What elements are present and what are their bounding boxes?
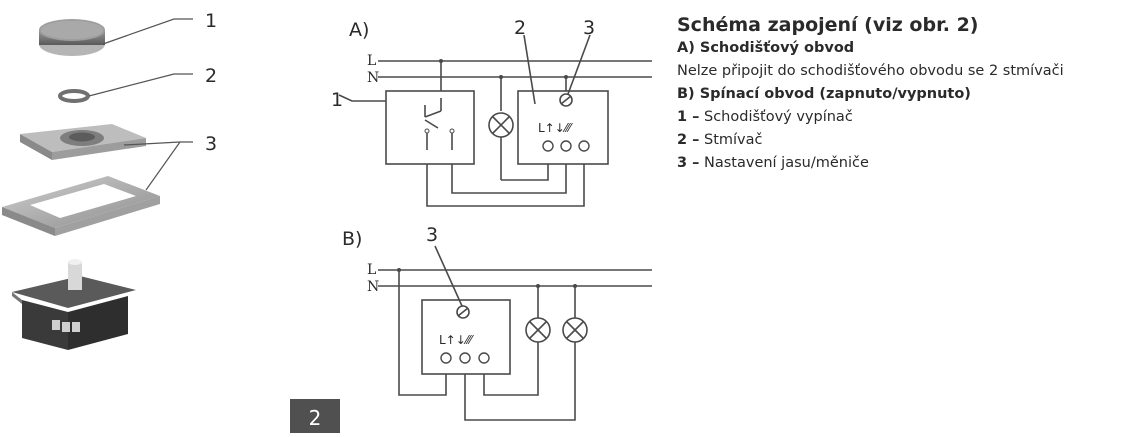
diagram-a-callout-3: 3 bbox=[583, 17, 595, 39]
legend-item-number: 3 – bbox=[677, 155, 700, 171]
diagram-a-callout-1: 1 bbox=[331, 89, 343, 111]
legend-item: 1 – Schodišťový vypínač bbox=[677, 106, 1122, 129]
lamp-symbol-b2 bbox=[562, 317, 588, 343]
lamp-symbol-a bbox=[488, 112, 514, 138]
diagram-a-callout-2: 2 bbox=[514, 17, 526, 39]
diagram-a-heading: A) bbox=[349, 19, 369, 41]
cover-plate-image bbox=[20, 124, 146, 160]
switch-symbol bbox=[424, 98, 455, 150]
leader-line-1 bbox=[102, 18, 193, 45]
legend-item-text: Stmívač bbox=[699, 132, 763, 148]
diagram-b: B) 3 L N L↑↓⁄⁄⁄ bbox=[342, 224, 652, 421]
callout-3-leader-b bbox=[434, 245, 463, 307]
page-number-badge: 2 bbox=[290, 399, 340, 433]
leader-line-2 bbox=[88, 73, 193, 97]
legend-item-text: Schodišťový vypínač bbox=[699, 109, 853, 125]
callout-2: 2 bbox=[205, 65, 217, 87]
diagram-a: A) L N 1 bbox=[331, 17, 652, 207]
terminal-labels-b: L↑↓⁄⁄⁄ bbox=[439, 333, 475, 347]
nut-ring-image bbox=[58, 89, 90, 103]
terminal-labels-a: L↑↓⁄⁄⁄ bbox=[538, 121, 574, 135]
dimmer-insert-image bbox=[12, 259, 136, 350]
section-a-heading: A) Schodišťový obvod bbox=[677, 40, 855, 56]
callout-3-leader bbox=[567, 34, 591, 95]
line-l-label-b: L bbox=[367, 262, 376, 278]
legend-item-number: 1 – bbox=[677, 109, 700, 125]
legend-item-number: 2 – bbox=[677, 132, 700, 148]
callout-2-leader bbox=[523, 34, 536, 105]
callout-1-leader bbox=[338, 94, 386, 102]
callout-3: 3 bbox=[205, 133, 217, 155]
diagram-b-heading: B) bbox=[342, 228, 362, 250]
line-n-label: N bbox=[367, 70, 379, 86]
description-title: Schéma zapojení (viz obr. 2) bbox=[677, 14, 979, 36]
exploded-product-view: 1 2 3 bbox=[2, 10, 217, 350]
knob-cap-image bbox=[39, 19, 105, 56]
legend-item-text: Nastavení jasu/měniče bbox=[699, 155, 869, 171]
legend-item: 2 – Stmívač bbox=[677, 129, 1122, 152]
staircase-switch-box bbox=[385, 90, 475, 165]
legend-item: 3 – Nastavení jasu/měniče bbox=[677, 152, 1122, 175]
callout-1: 1 bbox=[205, 10, 217, 32]
brightness-knob-a bbox=[559, 93, 573, 107]
line-n-label-b: N bbox=[367, 279, 379, 295]
leader-line-3b bbox=[145, 141, 181, 191]
line-l-label: L bbox=[367, 53, 376, 69]
description-panel: Schéma zapojení (viz obr. 2) A) Schodišť… bbox=[677, 14, 1122, 175]
section-a-text: Nelze připojit do schodišťového obvodu s… bbox=[677, 63, 1064, 79]
section-b-heading: B) Spínací obvod (zapnuto/vypnuto) bbox=[677, 86, 971, 102]
frame-image bbox=[2, 176, 160, 236]
diagram-b-callout-3: 3 bbox=[426, 224, 438, 246]
brightness-knob-b bbox=[456, 305, 470, 319]
lamp-symbol-b1 bbox=[525, 317, 551, 343]
